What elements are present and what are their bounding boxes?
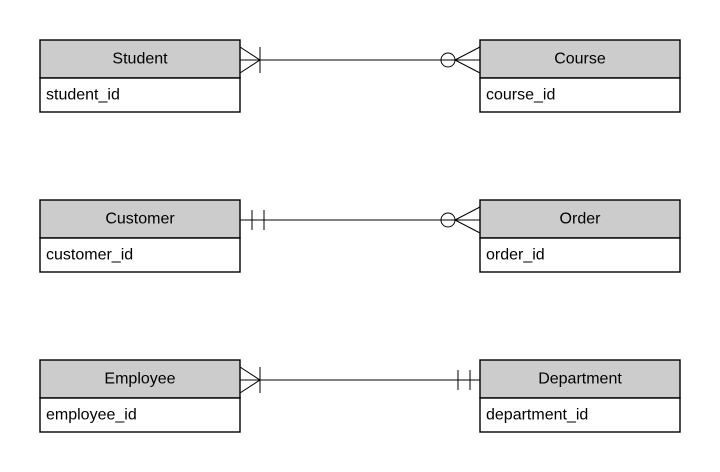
entity-body — [479, 77, 681, 113]
relationship-student-course: Student student_id Course course_id — [39, 39, 681, 113]
entity-body — [39, 237, 241, 273]
crows-foot-many-icon — [454, 46, 481, 74]
entity-title: Order — [560, 211, 602, 228]
double-bar-one-icon — [251, 210, 265, 230]
entity-attribute: employee_id — [46, 407, 137, 424]
entity-header — [479, 359, 681, 399]
entity-student: Student student_id — [39, 39, 241, 113]
entity-body — [39, 397, 241, 433]
zero-or-many-symbol — [440, 46, 481, 74]
crows-foot-one-or-many-icon — [239, 46, 261, 74]
entity-attribute: customer_id — [46, 247, 133, 264]
zero-circle-icon — [440, 212, 456, 228]
zero-circle-icon — [440, 52, 456, 68]
exactly-one-symbol — [251, 210, 265, 230]
entity-course: Course course_id — [479, 39, 681, 113]
crows-foot-one-or-many-icon — [239, 366, 261, 394]
one-or-many-symbol — [239, 366, 261, 394]
entity-department: Department department_id — [479, 359, 681, 433]
entity-employee: Employee employee_id — [39, 359, 241, 433]
exactly-one-symbol — [457, 370, 471, 390]
entity-customer: Customer customer_id — [39, 199, 241, 273]
entity-body — [479, 397, 681, 433]
entity-attribute: department_id — [486, 407, 588, 424]
entity-header — [39, 359, 241, 399]
entity-attribute: course_id — [486, 87, 555, 104]
entity-attribute: student_id — [46, 87, 120, 104]
entity-title: Employee — [104, 371, 175, 388]
entity-title: Student — [112, 51, 168, 68]
relationship-employee-department: Employee employee_id Department departme… — [39, 359, 681, 433]
entity-body — [479, 237, 681, 273]
crows-foot-many-icon — [454, 206, 481, 234]
entity-title: Course — [554, 51, 606, 68]
double-bar-one-icon — [457, 370, 471, 390]
one-or-many-symbol — [239, 46, 261, 74]
entity-header — [39, 199, 241, 239]
entity-attribute: order_id — [486, 247, 545, 264]
zero-or-many-symbol — [440, 206, 481, 234]
relationship-customer-order: Customer customer_id Order order_id — [39, 199, 681, 273]
entity-header — [39, 39, 241, 79]
entity-title: Customer — [105, 211, 175, 228]
entity-title: Department — [538, 371, 622, 388]
entity-order: Order order_id — [479, 199, 681, 273]
entity-body — [39, 77, 241, 113]
entity-header — [479, 199, 681, 239]
